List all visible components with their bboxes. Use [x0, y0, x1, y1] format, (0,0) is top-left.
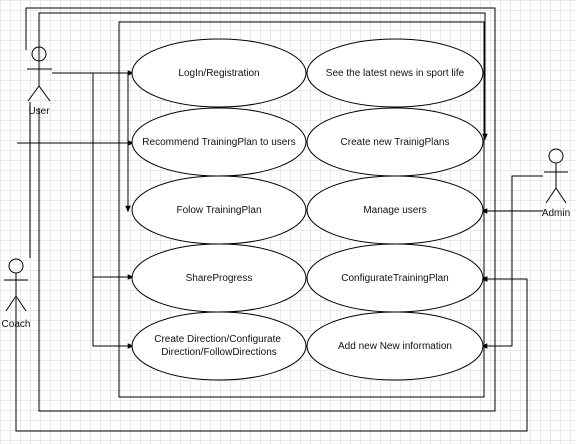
use-case-direction: Create Direction/Configurate Direction/F… — [131, 311, 307, 381]
connector-admin-add-info — [481, 279, 513, 349]
use-case-label: LogIn/Registration — [178, 68, 259, 79]
use-case-label: Folow TrainingPlan — [176, 205, 261, 216]
use-case-add-info: Add new New information — [306, 311, 484, 381]
connector-user-create-plans — [38, 12, 488, 140]
actor-label-coach: Coach — [2, 319, 31, 330]
use-case-follow: Folow TrainingPlan — [131, 175, 307, 245]
connectors — [15, 7, 543, 432]
actor-coach — [4, 258, 28, 312]
use-case-share: ShareProgress — [131, 243, 307, 313]
use-case-login: LogIn/Registration — [131, 38, 307, 108]
use-case-label: Recommend TrainingPlan to users — [142, 137, 295, 148]
stick-figure-icon — [544, 148, 568, 204]
actor-user — [27, 46, 52, 102]
connector-user-direction — [92, 277, 134, 349]
use-case-label: ConfigurateTrainingPlan — [341, 273, 448, 284]
actor-label-user: User — [28, 106, 50, 117]
actor-admin — [544, 148, 568, 204]
use-case-label: Create Direction/Configurate Direction/F… — [154, 334, 284, 358]
use-case-recommend: Recommend TrainingPlan to users — [131, 107, 307, 177]
use-case-label: See the latest news in sport life — [326, 68, 465, 79]
connector-coach-loop — [25, 7, 496, 412]
use-case-label: Create new TrainigPlans — [341, 137, 450, 148]
actor-label-admin: Admin — [542, 208, 570, 219]
use-case-label: ShareProgress — [186, 273, 253, 284]
use-case-label: Add new New information — [338, 341, 452, 352]
use-case-news: See the latest news in sport life — [306, 38, 484, 108]
use-case-configurate: ConfigurateTrainingPlan — [306, 243, 484, 313]
use-case-label: Manage users — [363, 205, 426, 216]
stick-figure-icon — [4, 258, 28, 312]
use-case-manage-users: Manage users — [306, 175, 484, 245]
connector-admin-configurate — [481, 175, 543, 282]
use-cases: LogIn/Registration See the latest news i… — [131, 38, 484, 381]
use-case-create-plans: Create new TrainigPlans — [306, 107, 484, 177]
stick-figure-icon — [27, 46, 52, 102]
